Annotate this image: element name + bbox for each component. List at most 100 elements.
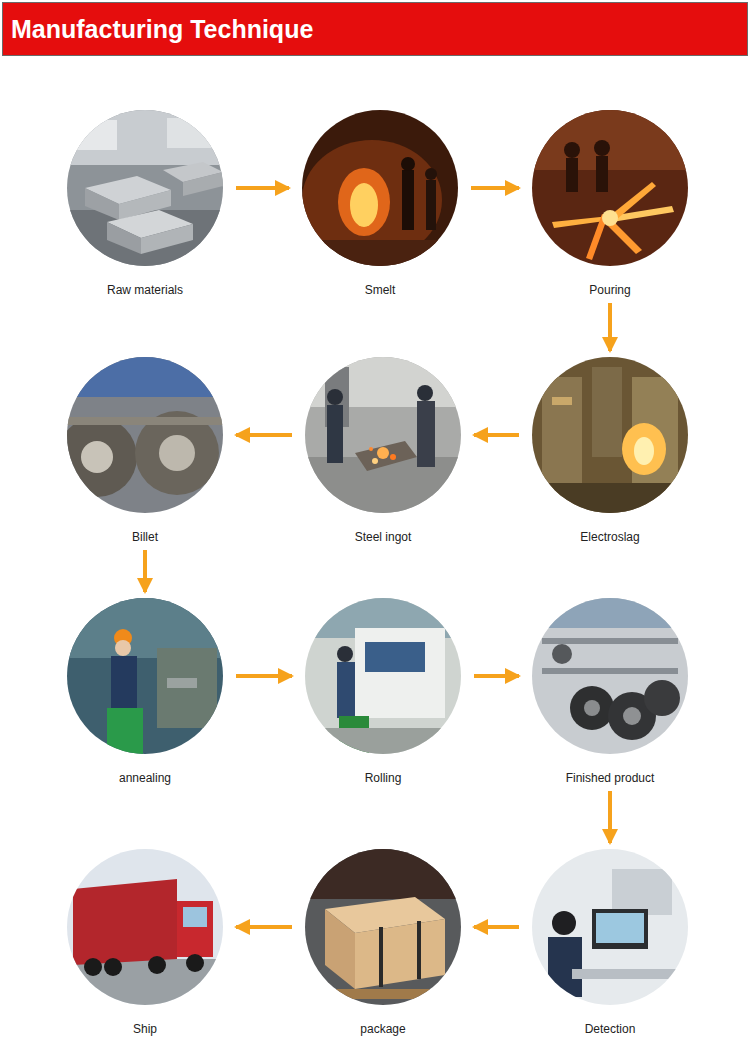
scene-shape: [566, 158, 578, 192]
scene-shape: [365, 642, 425, 672]
step-label: Electroslag: [525, 530, 695, 544]
scene-shape: [532, 110, 688, 266]
scene-shape: [644, 680, 680, 716]
scene-shape: [167, 118, 212, 148]
process-step: Detection: [525, 849, 695, 1036]
scene-shape: [542, 377, 582, 497]
scene-shape: [532, 483, 688, 513]
scene-shape: [115, 640, 131, 656]
scene-shape: [159, 435, 195, 471]
scene-shape: [67, 849, 223, 1005]
scene-shape: [379, 927, 383, 987]
scene-shape: [372, 458, 378, 464]
process-step: Pouring: [525, 110, 695, 297]
scene-shape: [552, 644, 572, 664]
scene-shape: [552, 911, 576, 935]
process-step: Ship: [60, 849, 230, 1036]
step-label: Raw materials: [60, 283, 230, 297]
flow-arrow: [474, 433, 519, 437]
step-label: Billet: [60, 530, 230, 544]
photo-scene: [532, 357, 688, 513]
scene-shape: [425, 168, 437, 180]
scene-shape: [305, 849, 461, 899]
scene-shape: [141, 224, 193, 254]
scene-shape: [67, 210, 223, 266]
scene-shape: [369, 447, 373, 451]
scene-shape: [327, 389, 343, 405]
scene-shape: [622, 423, 666, 475]
step-label: Detection: [525, 1022, 695, 1036]
scene-shape: [81, 441, 113, 473]
process-step: Electroslag: [525, 357, 695, 544]
step-label: Steel ingot: [298, 530, 468, 544]
process-step: Raw materials: [60, 110, 230, 297]
flow-arrow: [236, 674, 292, 678]
scene-shape: [623, 707, 641, 725]
photo-scene: [532, 849, 688, 1005]
scene-shape: [564, 142, 580, 158]
scene-shape: [584, 700, 600, 716]
scene-shape: [532, 849, 688, 1005]
photo-scene: [532, 598, 688, 754]
scene-shape: [355, 919, 445, 989]
scene-shape: [157, 648, 217, 728]
scene-shape: [183, 172, 223, 196]
flow-arrow: [236, 925, 292, 929]
scene-shape: [532, 357, 688, 513]
scene-shape: [532, 598, 688, 628]
flow-arrow: [608, 303, 612, 351]
process-step: package: [298, 849, 468, 1036]
scene-shape: [183, 907, 207, 927]
scene-shape: [338, 168, 390, 236]
step-photo: [67, 110, 223, 266]
step-label: annealing: [60, 771, 230, 785]
scene-shape: [104, 958, 122, 976]
step-label: Finished product: [525, 771, 695, 785]
scene-shape: [417, 401, 435, 467]
scene-shape: [77, 120, 117, 150]
step-label: Pouring: [525, 283, 695, 297]
scene-shape: [570, 686, 614, 730]
process-step: Billet: [60, 357, 230, 544]
scene-shape: [542, 638, 678, 644]
scene-shape: [67, 417, 223, 425]
scene-shape: [612, 182, 656, 220]
scene-shape: [84, 958, 102, 976]
scene-shape: [302, 110, 458, 266]
scene-shape: [148, 956, 166, 974]
flow-arrow: [236, 433, 292, 437]
step-photo: [67, 598, 223, 754]
scene-shape: [377, 447, 389, 459]
scene-shape: [596, 913, 644, 943]
step-photo: [302, 110, 458, 266]
scene-shape: [337, 662, 355, 718]
flow-arrow: [474, 925, 519, 929]
photo-scene: [305, 357, 461, 513]
scene-shape: [337, 646, 353, 662]
step-label: package: [298, 1022, 468, 1036]
photo-scene: [67, 110, 223, 266]
scene-shape: [167, 678, 197, 688]
flow-arrow: [143, 550, 147, 592]
step-photo: [305, 357, 461, 513]
photo-scene: [67, 598, 223, 754]
scene-shape: [596, 156, 608, 192]
photo-scene: [305, 598, 461, 754]
photo-scene: [305, 849, 461, 1005]
scene-shape: [417, 385, 433, 401]
scene-shape: [417, 921, 421, 979]
step-photo: [67, 357, 223, 513]
scene-shape: [401, 157, 415, 171]
step-photo: [305, 598, 461, 754]
process-step: Finished product: [525, 598, 695, 785]
step-photo: [305, 849, 461, 1005]
scene-shape: [592, 909, 648, 949]
scene-shape: [548, 937, 582, 997]
scene-shape: [73, 879, 177, 965]
scene-shape: [594, 140, 610, 156]
scene-shape: [67, 110, 223, 165]
photo-scene: [532, 110, 688, 266]
scene-shape: [542, 668, 678, 674]
scene-shape: [177, 901, 213, 957]
process-step: Rolling: [298, 598, 468, 785]
